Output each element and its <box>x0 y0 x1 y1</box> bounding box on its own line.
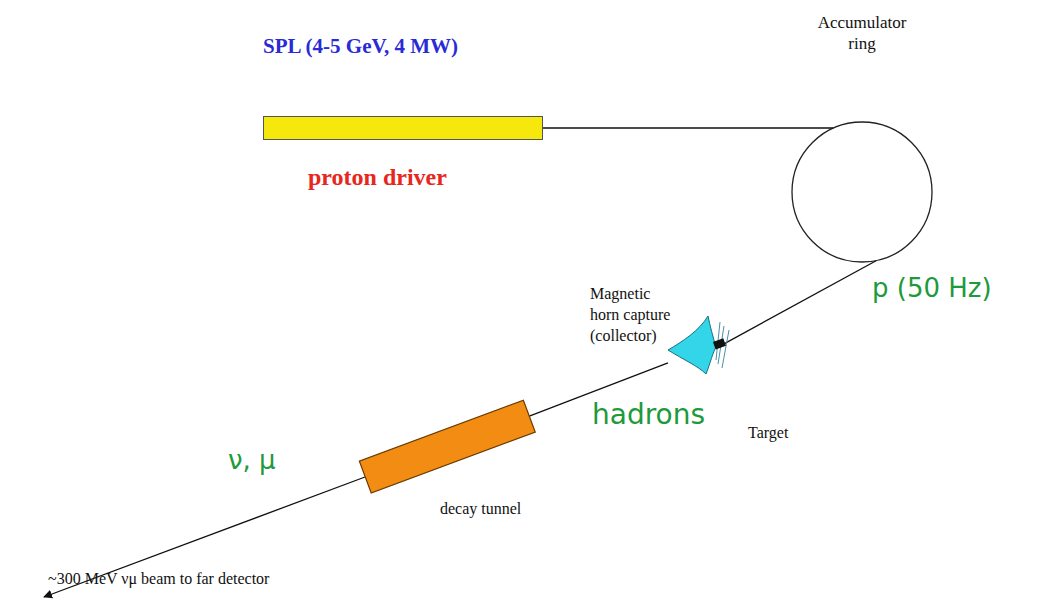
driver-bar <box>263 116 543 140</box>
ring-circle <box>792 122 932 262</box>
edge-label: hadrons <box>592 398 705 431</box>
particle-label: ν, μ <box>228 445 276 475</box>
part-name: Magnetic horn capture (collector) <box>590 283 682 346</box>
target-symbol <box>713 338 726 349</box>
part-name: Target <box>748 422 788 443</box>
part-name: decay tunnel <box>440 498 521 519</box>
decay-tunnel: decay tunnel <box>355 385 585 525</box>
tunnel-box <box>359 400 535 493</box>
accumulator-ring: Accumulator ring <box>780 8 945 270</box>
part-name: proton driver <box>308 164 447 191</box>
beam-connector <box>543 127 834 128</box>
edge-label: p (50 Hz) <box>872 273 992 303</box>
machine-heading: SPL (4-5 GeV, 4 MW) <box>263 34 458 59</box>
part-name: Accumulator ring <box>812 12 912 54</box>
beam-connector <box>724 260 877 343</box>
neutrino-beam <box>44 477 365 597</box>
proton-driver: SPL (4-5 GeV, 4 MW) proton driver <box>255 30 555 200</box>
horn-symbol <box>668 316 716 374</box>
beam-note: ~300 MeV νμ beam to far detector <box>48 568 269 589</box>
